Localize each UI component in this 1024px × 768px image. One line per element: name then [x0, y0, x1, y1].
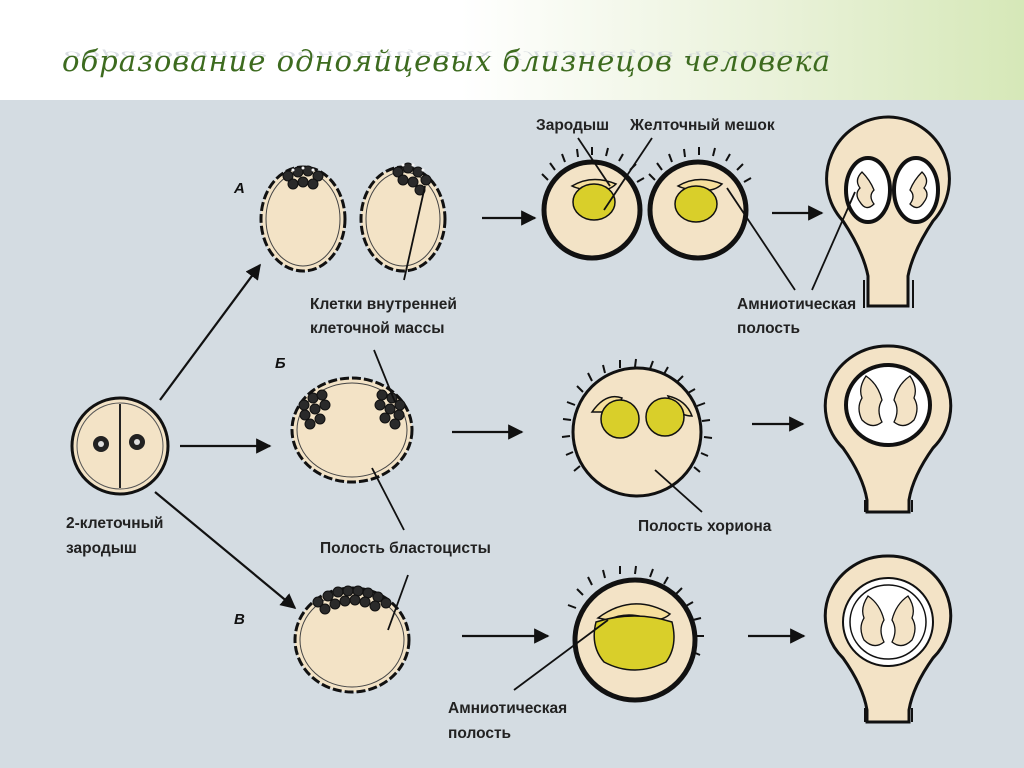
- row-label-v: В: [234, 611, 245, 628]
- row-b-fetuses: [823, 344, 953, 514]
- row-label-b: Б: [275, 355, 286, 372]
- label-amniotic-v-1: Амниотическая: [448, 700, 567, 717]
- row-a-embryos: [541, 147, 752, 261]
- label-inner-mass-1: Клетки внутренней: [310, 296, 457, 313]
- row-v-blastocyst: [293, 585, 411, 694]
- label-chorion-cavity: Полость хориона: [638, 518, 772, 535]
- title-bar: [0, 0, 1024, 100]
- row-v-embryo: [567, 565, 704, 703]
- leader-lines: [371, 137, 856, 691]
- label-amniotic-a-2: полость: [737, 320, 800, 337]
- row-a-blastocysts: [259, 162, 447, 273]
- label-blastocyst-cavity: Полость бластоцисты: [320, 540, 491, 557]
- arrow-to-v: [154, 491, 297, 609]
- label-yolk-sac: Желточный мешок: [629, 117, 775, 134]
- row-label-a: А: [233, 180, 245, 197]
- arrow-to-a: [159, 263, 261, 401]
- label-amniotic-a-1: Амниотическая: [737, 296, 856, 313]
- two-cell-embryo: [70, 396, 170, 496]
- slide-title: образование однояйцевых близнецов челове…: [62, 44, 831, 78]
- row-v-fetuses: [823, 554, 953, 724]
- row-b-blastocyst: [290, 376, 414, 484]
- label-inner-mass-2: клеточной массы: [310, 320, 445, 337]
- row-a-fetuses: [825, 115, 951, 308]
- label-embryo: Зародыш: [536, 117, 609, 134]
- label-amniotic-v-2: полость: [448, 725, 511, 742]
- label-two-cell-1: 2-клеточный: [66, 515, 163, 532]
- label-two-cell-2: зародыш: [66, 540, 137, 557]
- row-b-chorion: [561, 358, 713, 498]
